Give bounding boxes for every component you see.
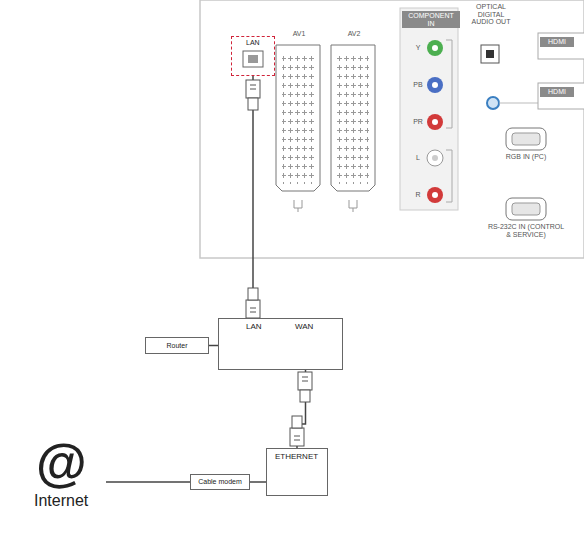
panel-label: Y [412, 44, 424, 52]
panel-label: HDMI [540, 37, 574, 47]
node-text: Internet [34, 492, 88, 510]
cable-line [250, 481, 266, 483]
node-text: @ [36, 436, 87, 488]
panel-label: R [412, 191, 424, 199]
router-port-panel: LAN WAN [218, 318, 343, 370]
panel-label: AV1 [285, 30, 313, 38]
node-text: Router [166, 342, 187, 350]
cable-modem-box: Cable modem [190, 474, 250, 490]
node-text: WAN [295, 323, 313, 332]
panel-label: HDMI [540, 87, 574, 97]
panel-label: L [412, 154, 424, 162]
node-text: LAN [246, 323, 262, 332]
node-text: Cable modem [198, 478, 242, 486]
internet-node: @ Internet [18, 436, 106, 514]
cable-line [252, 76, 254, 318]
panel-label: COMPONENT IN [402, 11, 460, 28]
node-text: LAN [246, 39, 260, 47]
cable-line [106, 481, 190, 483]
router-box: Router [145, 337, 209, 354]
panel-label: RS-232C IN (CONTROL & SERVICE) [486, 223, 566, 238]
panel-label: RGB IN (PC) [494, 153, 558, 161]
modem-port-panel: ETHERNET [266, 448, 328, 496]
cable-line [209, 345, 218, 347]
panel-label: OPTICAL DIGITAL AUDIO OUT [466, 3, 516, 26]
panel-label: PR [412, 118, 424, 126]
panel-label: AV2 [340, 30, 368, 38]
panel-label: PB [412, 81, 424, 89]
node-text: ETHERNET [275, 453, 318, 462]
lan-port-highlight: LAN [231, 36, 275, 76]
